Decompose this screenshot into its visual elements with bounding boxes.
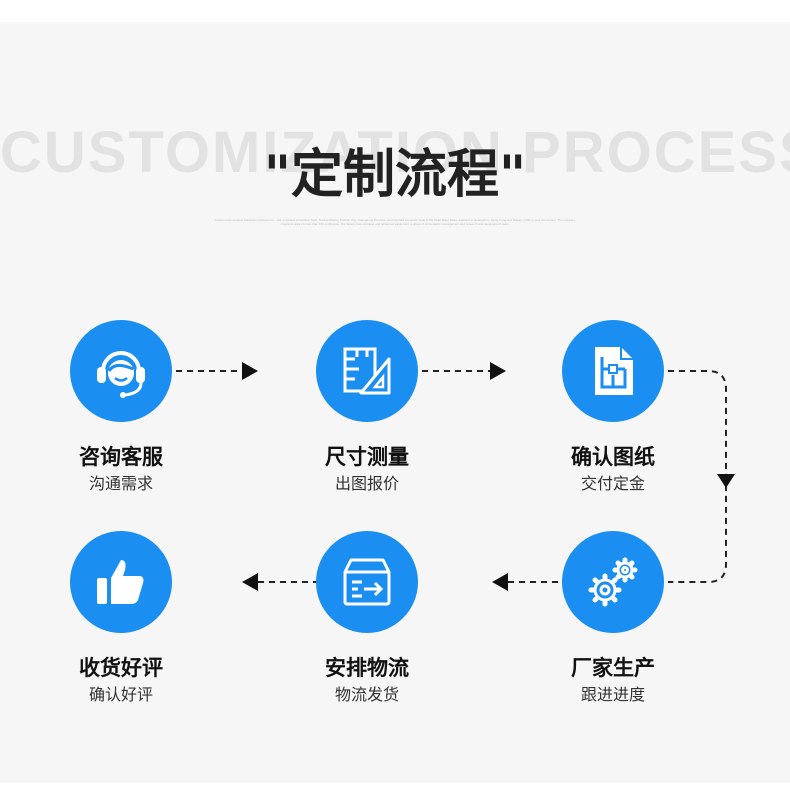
- thumbs-up-icon: [97, 560, 144, 604]
- customer-service-headset-icon: [97, 351, 145, 398]
- fine-print: Foshan technological Hardware Products C…: [214, 218, 576, 226]
- page-title: "定制流程": [263, 145, 527, 205]
- step-icon-circle: [316, 531, 418, 633]
- step-title: 安排物流: [325, 656, 409, 680]
- step-subtitle: 物流发货: [334, 685, 399, 704]
- arrow-right-icon: [490, 362, 506, 380]
- delivery-box-icon: [343, 558, 391, 606]
- step-measure: 尺寸测量 出图报价: [297, 320, 437, 495]
- step-subtitle: 出图报价: [334, 474, 399, 493]
- step-production: 厂家生产 跟进进度: [543, 531, 683, 706]
- step-icon-circle: [70, 531, 172, 633]
- arrow-left-icon: [492, 573, 508, 591]
- background-title: CUSTOMIZATION PROCESS: [0, 120, 790, 185]
- step-title: 厂家生产: [571, 656, 655, 680]
- step-title: 咨询客服: [79, 445, 163, 469]
- step-title: 收货好评: [79, 656, 163, 680]
- step-consult: 咨询客服 沟通需求: [51, 320, 191, 495]
- step-title: 尺寸测量: [325, 445, 409, 469]
- step-receive-review: 收货好评 确认好评: [51, 531, 191, 706]
- step-icon-circle: [70, 320, 172, 422]
- arrow-right-icon: [242, 362, 258, 380]
- step-icon-circle: [562, 531, 664, 633]
- step-subtitle: 确认好评: [88, 685, 153, 704]
- arrow-down-icon: [717, 474, 735, 488]
- step-confirm-drawing: 确认图纸 交付定金: [543, 320, 683, 495]
- step-logistics: 安排物流 物流发货: [297, 531, 437, 706]
- step-icon-circle: [316, 320, 418, 422]
- gears-icon: [588, 557, 638, 607]
- step-subtitle: 交付定金: [580, 474, 645, 493]
- step-icon-circle: [562, 320, 664, 422]
- step-subtitle: 跟进进度: [580, 685, 645, 704]
- step-subtitle: 沟通需求: [88, 474, 153, 493]
- ruler-measurement-icon: [343, 347, 391, 395]
- arrow-left-icon: [242, 573, 258, 591]
- step-title: 确认图纸: [571, 445, 655, 469]
- floor-plan-drawing-icon: [595, 347, 633, 395]
